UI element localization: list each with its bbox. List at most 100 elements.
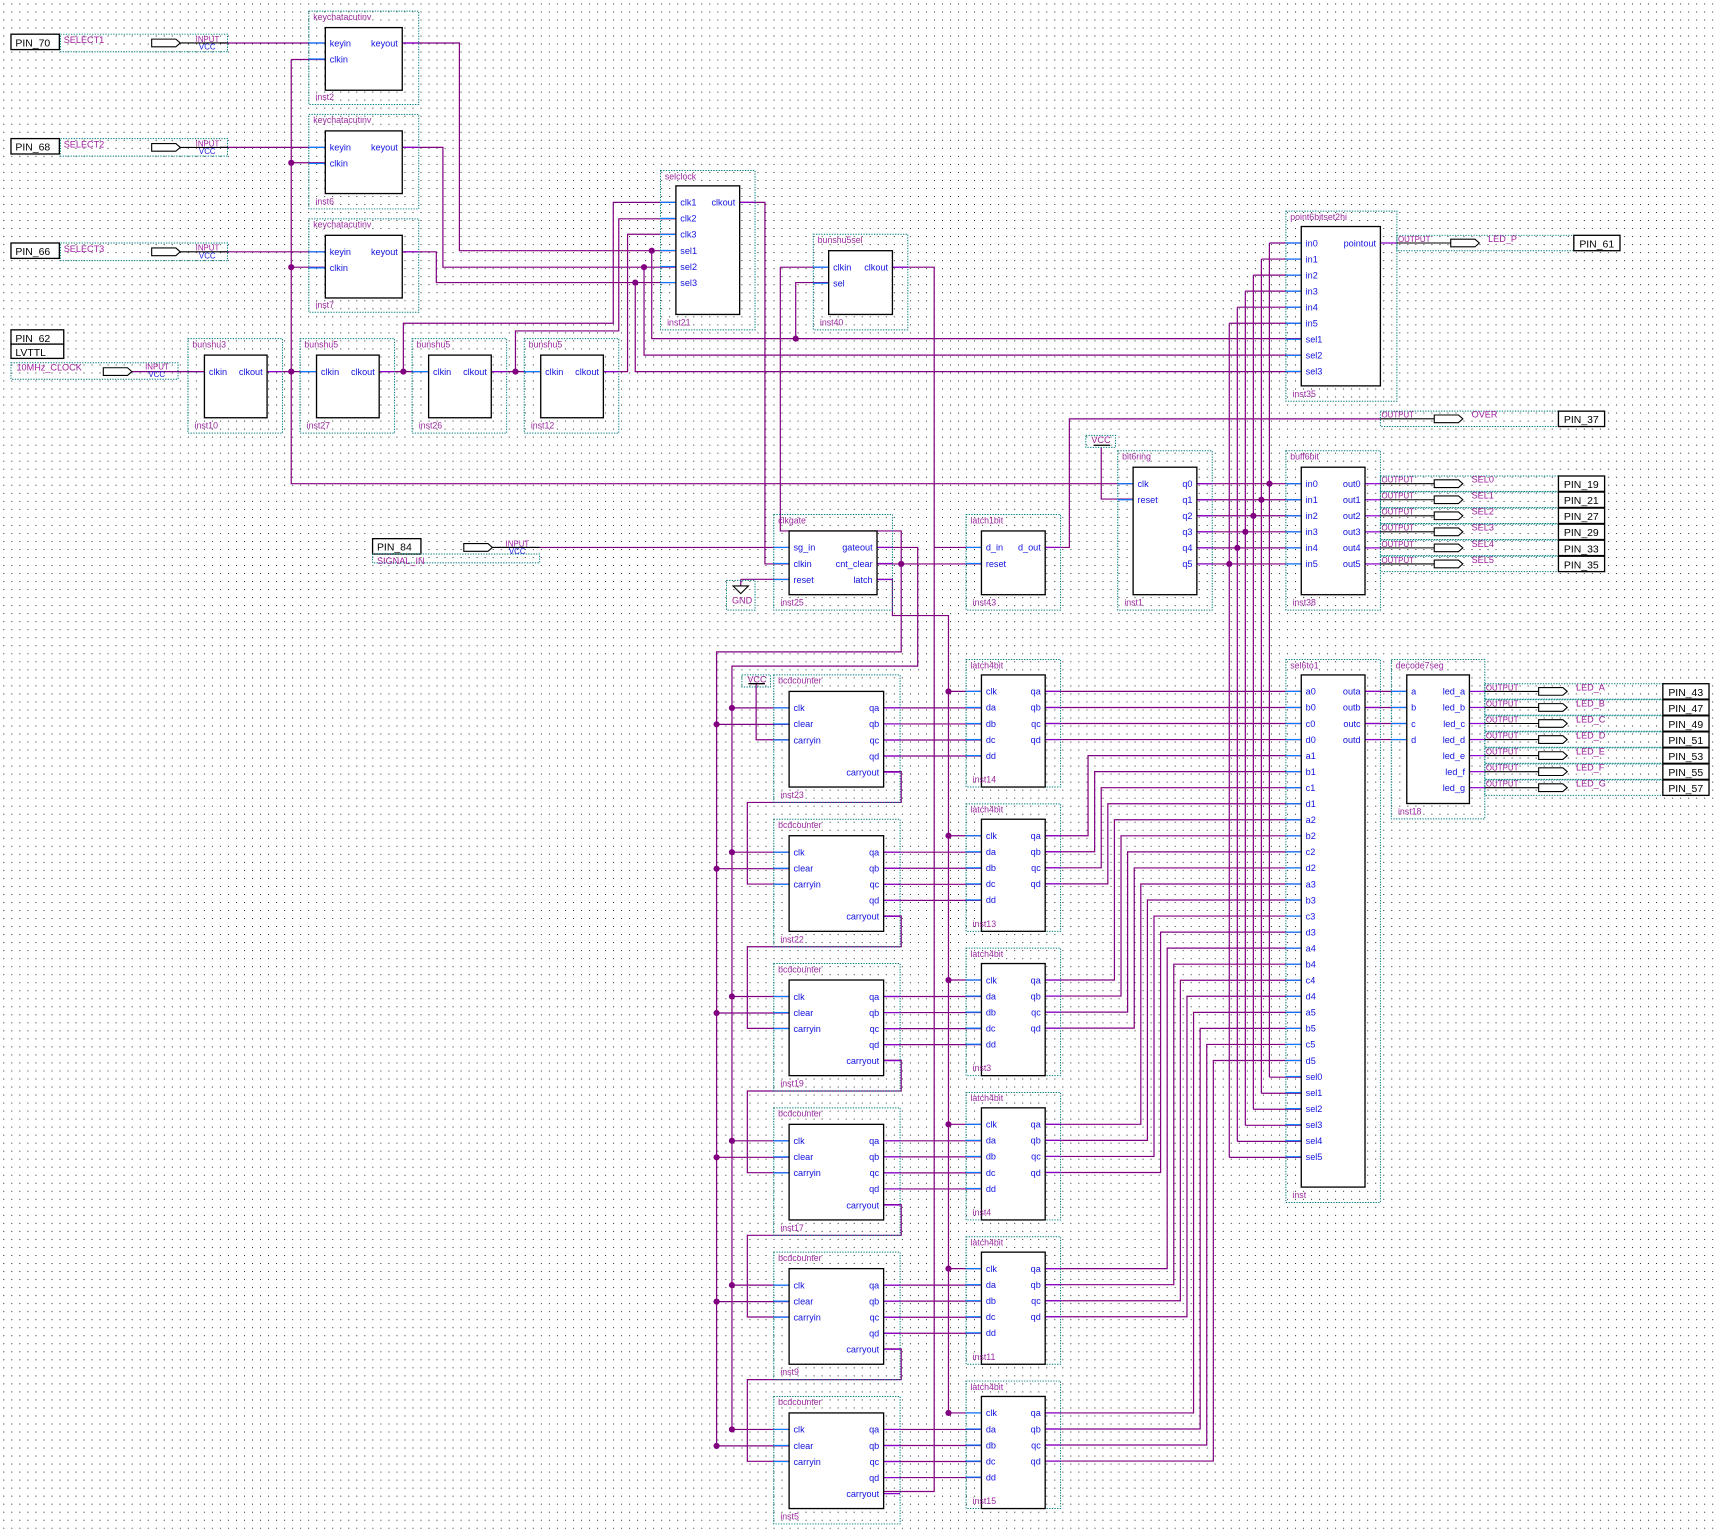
block-body[interactable] (788, 1412, 885, 1510)
block-body[interactable] (324, 234, 403, 299)
block-body[interactable] (980, 1107, 1046, 1221)
block-body[interactable] (788, 979, 885, 1077)
input-port-label: clk (794, 1425, 806, 1435)
block-body[interactable] (788, 1267, 885, 1365)
pin-location-box[interactable] (1662, 699, 1710, 716)
block-body[interactable] (324, 130, 403, 195)
junction-dot (945, 688, 952, 695)
block-body[interactable] (540, 354, 605, 419)
gnd-symbol: GND (725, 579, 756, 611)
pin-location-box[interactable] (1557, 539, 1606, 557)
gnd-label: GND (732, 595, 753, 605)
block-body[interactable] (1300, 225, 1382, 387)
block-body[interactable] (980, 530, 1046, 596)
pin-location-box[interactable] (1557, 523, 1606, 541)
pin-location-box[interactable] (10, 33, 61, 51)
block-body[interactable] (675, 185, 741, 316)
block-body[interactable] (980, 1395, 1046, 1510)
wire (1045, 1011, 1302, 1414)
pin-standard-box[interactable] (10, 343, 65, 360)
block-body[interactable] (1300, 674, 1366, 1188)
block-bcdcounter-inst19[interactable]: bcdcounterinst19clkclearcarryinqaqbqcqdc… (773, 963, 901, 1092)
block-body[interactable] (203, 354, 268, 419)
block-point6bitset2hi-inst35[interactable]: point6bitset2hiinst35in0in1in2in3in4in5s… (1285, 210, 1398, 402)
block-body[interactable] (828, 250, 894, 316)
block-body[interactable] (788, 1123, 885, 1221)
block-frame (773, 818, 901, 948)
pin-location-box[interactable] (1557, 555, 1606, 573)
input-port-label: carryin (794, 1168, 821, 1178)
block-clkgate-inst25[interactable]: clkgateinst25sg_inclkinresetgateoutcnt_c… (773, 513, 893, 611)
block-body[interactable] (788, 835, 885, 932)
block-body[interactable] (315, 354, 380, 419)
block-body[interactable] (788, 690, 885, 788)
pin-location-box[interactable] (1662, 731, 1710, 748)
block-body[interactable] (1406, 674, 1471, 805)
block-bcdcounter-inst5[interactable]: bcdcounterinst5clkclearcarryinqaqbqcqdca… (773, 1395, 901, 1525)
block-selclock-inst21[interactable]: selclockinst21clk1clk2clk3sel1sel2sel3cl… (660, 169, 756, 331)
block-body[interactable] (1300, 466, 1366, 596)
block-decode7seg-inst18[interactable]: decode7seginst18abcdled_aled_bled_cled_d… (1390, 659, 1486, 820)
pin-location-box[interactable] (1557, 410, 1606, 428)
block-body[interactable] (324, 26, 403, 91)
block-instance-label: inst40 (820, 317, 844, 327)
block-body[interactable] (980, 818, 1046, 932)
pin-location-box[interactable] (1662, 779, 1710, 797)
pin-location-box[interactable] (1557, 475, 1606, 493)
block-body[interactable] (980, 1251, 1046, 1365)
block-bcdcounter-inst22[interactable]: bcdcounterinst22clkclearcarryinqaqbqcqdc… (773, 818, 901, 948)
block-body[interactable] (1132, 466, 1198, 596)
block-body[interactable] (788, 530, 878, 596)
block-bcdcounter-inst23[interactable]: bcdcounterinst23clkclearcarryinqaqbqcqdc… (773, 674, 901, 803)
input-port-label: clkin (433, 367, 451, 377)
block-sel6to1-inst[interactable]: sel6to1insta0b0c0d0a1b1c1d1a2b2c2d2a3b3c… (1285, 659, 1381, 1203)
block-body[interactable] (427, 354, 492, 419)
pin-location-box[interactable] (1557, 491, 1606, 509)
pin-location-box[interactable] (10, 137, 61, 155)
wire (290, 59, 1134, 485)
block-bcdcounter-inst17[interactable]: bcdcounterinst17clkclearcarryinqaqbqcqdc… (773, 1107, 901, 1236)
block-body[interactable] (980, 962, 1046, 1077)
pin-io-type: OUTPUT (1486, 715, 1519, 724)
pin-location-box[interactable] (1573, 234, 1621, 252)
block-body[interactable] (980, 674, 1046, 788)
pin-location-box[interactable] (10, 242, 61, 260)
block-bcdcounter-inst9[interactable]: bcdcounterinst9clkclearcarryinqaqbqcqdca… (773, 1251, 901, 1381)
